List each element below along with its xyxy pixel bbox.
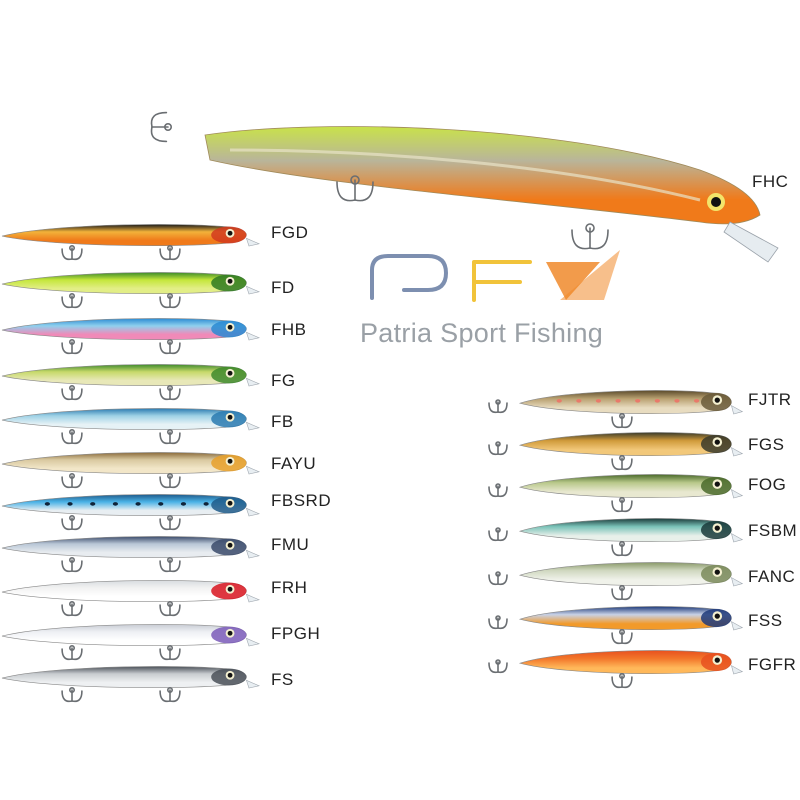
lure-label-fayu: FAYU [271, 454, 317, 473]
hero-tail-hook [150, 111, 172, 143]
lure-tail-hook-fgfr [488, 659, 508, 674]
lure-fgs [518, 432, 744, 457]
lure-fbsrd [1, 494, 261, 517]
lure-tail-hook-fanc [488, 571, 508, 586]
lure-hook-front-fd [61, 292, 83, 309]
lure-hook-rear-fbsrd [159, 514, 181, 531]
lure-fss [518, 606, 744, 631]
lure-label-fhb: FHB [271, 320, 307, 339]
lure-hook-rear-fg [159, 384, 181, 401]
lure-fd [1, 272, 261, 295]
lure-belly-hook-fanc [611, 584, 633, 601]
lure-label-fgd: FGD [271, 223, 309, 242]
lure-belly-hook-fss [611, 628, 633, 645]
lure-hook-front-frh [61, 600, 83, 617]
lure-hook-rear-frh [159, 600, 181, 617]
lure-hook-rear-fgd [159, 245, 181, 261]
lure-hook-rear-fd [159, 292, 181, 309]
hero-lure-label: FHC [752, 172, 789, 191]
lure-label-fog: FOG [748, 475, 787, 494]
lure-hook-rear-fs [159, 686, 181, 703]
lure-tail-hook-fog [488, 483, 508, 498]
lure-label-fanc: FANC [748, 567, 796, 586]
lure-hook-rear-fhb [159, 338, 181, 355]
lure-label-fbsrd: FBSRD [271, 491, 332, 510]
lure-hook-rear-fpgh [159, 644, 181, 661]
lure-label-fd: FD [271, 278, 295, 297]
lure-tail-hook-fjtr [488, 399, 508, 414]
lure-belly-hook-fjtr [611, 412, 633, 429]
lure-tail-hook-fss [488, 615, 508, 630]
lure-fg [1, 364, 261, 387]
lure-label-fb: FB [271, 412, 294, 431]
lure-hook-front-fgd [61, 245, 83, 261]
lure-hook-front-fmu [61, 556, 83, 573]
lure-label-frh: FRH [271, 578, 308, 597]
lure-label-fs: FS [271, 670, 294, 689]
lure-label-fpgh: FPGH [271, 624, 321, 643]
hero-belly-hook-1 [336, 175, 374, 202]
watermark-logo [370, 250, 620, 302]
lure-label-fmu: FMU [271, 535, 310, 554]
lure-belly-hook-fsbm [611, 540, 633, 557]
lure-fs [1, 666, 261, 689]
lure-label-fsbm: FSBM [748, 521, 798, 540]
lure-hook-front-fayu [61, 472, 83, 489]
lure-label-fjtr: FJTR [748, 390, 792, 409]
lure-fsbm [518, 518, 744, 543]
lure-hook-front-fb [61, 428, 83, 445]
lure-belly-hook-fog [611, 496, 633, 513]
lure-fog [518, 474, 744, 499]
lure-hook-rear-fmu [159, 556, 181, 573]
lure-fgfr [518, 650, 744, 675]
lure-hook-front-fs [61, 686, 83, 703]
lure-fmu [1, 536, 261, 559]
lure-fanc [518, 562, 744, 587]
lure-belly-hook-fgfr [611, 672, 633, 689]
hero-lure [204, 126, 779, 263]
lure-hook-rear-fb [159, 428, 181, 445]
lure-tail-hook-fgs [488, 441, 508, 456]
lure-belly-hook-fgs [611, 454, 633, 471]
lure-label-fg: FG [271, 371, 296, 390]
lure-hook-front-fbsrd [61, 514, 83, 531]
lure-frh [1, 580, 261, 603]
lure-hook-front-fpgh [61, 644, 83, 661]
lure-fgd [1, 224, 261, 247]
lure-label-fgs: FGS [748, 435, 785, 454]
lure-fjtr [518, 390, 744, 415]
lure-label-fgfr: FGFR [748, 655, 797, 674]
lure-fayu [1, 452, 261, 475]
lure-fb [1, 408, 261, 431]
lure-label-fss: FSS [748, 611, 783, 630]
watermark-text: Patria Sport Fishing [360, 318, 604, 348]
lure-fhb [1, 318, 261, 341]
lure-hook-rear-fayu [159, 472, 181, 489]
lure-hook-front-fg [61, 384, 83, 401]
lure-tail-hook-fsbm [488, 527, 508, 542]
lure-fpgh [1, 624, 261, 647]
hero-belly-hook-2 [571, 223, 609, 250]
lure-hook-front-fhb [61, 338, 83, 355]
